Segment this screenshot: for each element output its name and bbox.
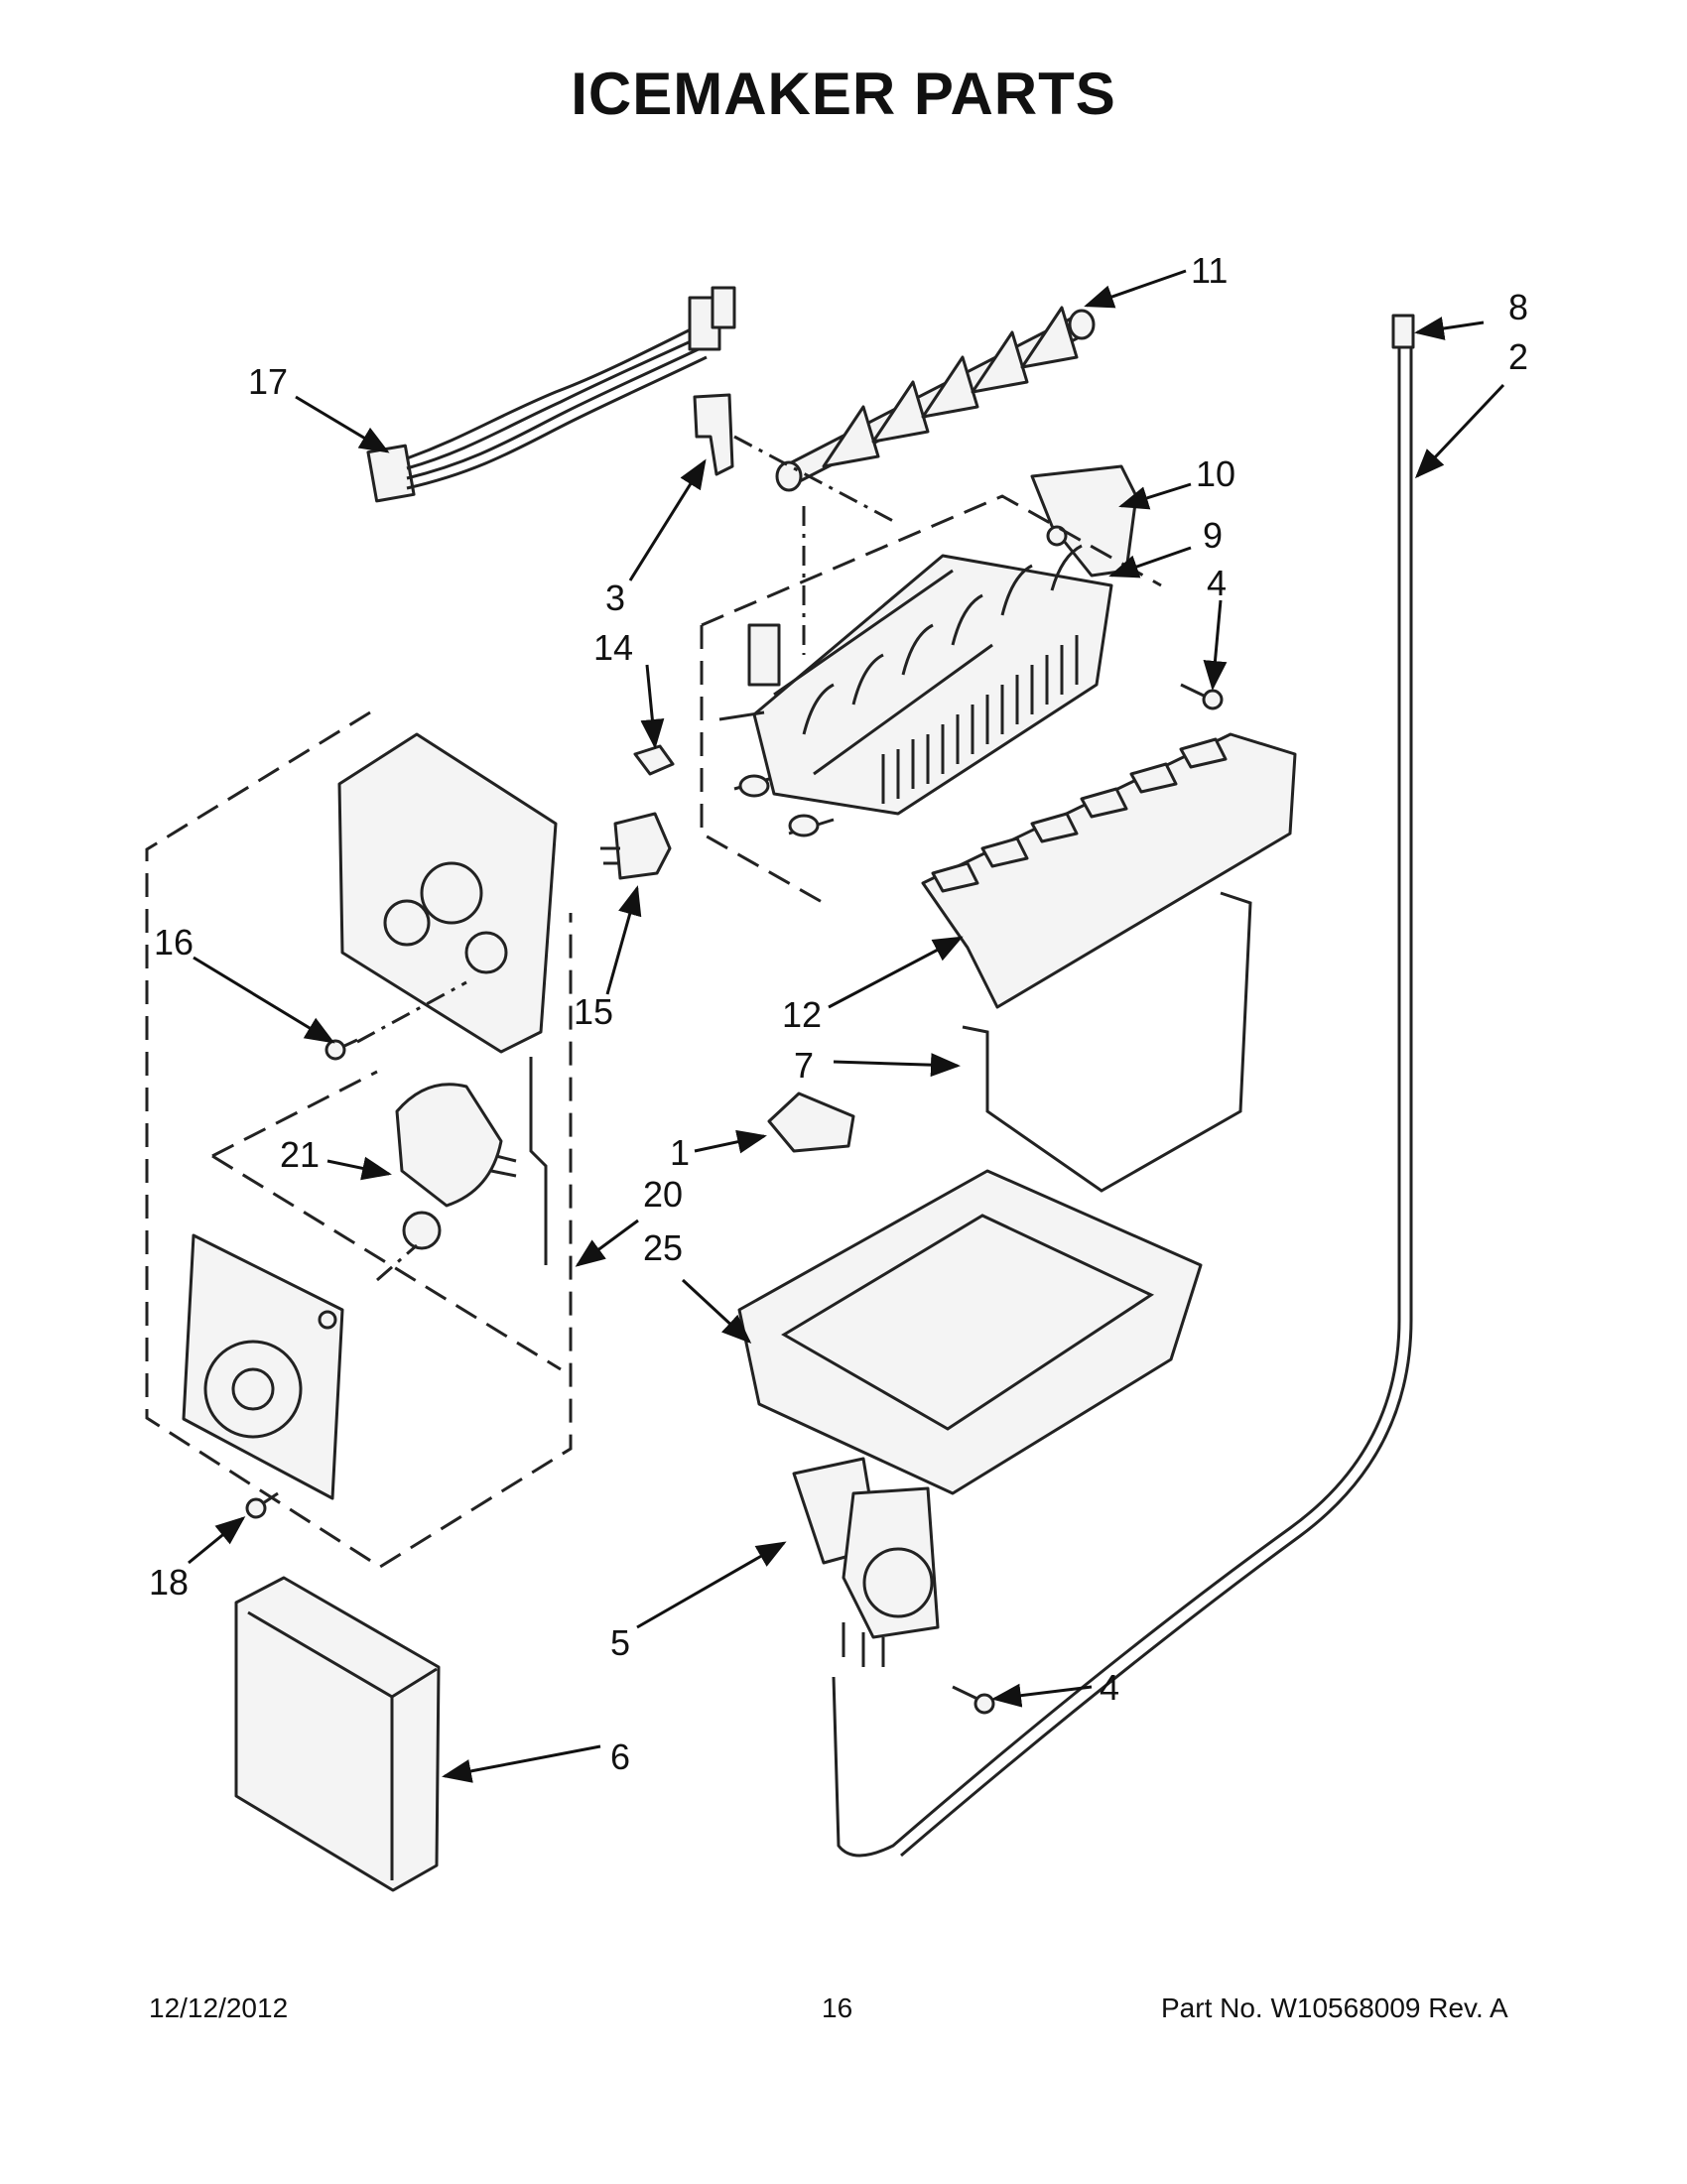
callout-9: 9 [1203, 515, 1223, 556]
callout-14: 14 [593, 627, 633, 668]
footer-page-number: 16 [822, 1992, 853, 2023]
module-plate-drawing [182, 1233, 344, 1500]
mold-boundary-outline [700, 494, 1162, 905]
clip-drawing [693, 393, 734, 476]
callout-6: 7 [794, 1045, 814, 1086]
callout-4-lower: 4 [1100, 1667, 1119, 1708]
callout-5: 5 [610, 1622, 630, 1663]
alignment-axis-b [356, 980, 467, 1282]
callout-15: 15 [574, 991, 613, 1032]
callout-20: 20 [643, 1174, 683, 1215]
callout-2: 2 [1508, 336, 1528, 377]
ice-mold-drawing [718, 544, 1113, 837]
thermostat-drawing [600, 812, 672, 880]
screw-drawing-upper [1180, 683, 1224, 710]
callout-11: 11 [1191, 250, 1228, 291]
motor-drawing [395, 1057, 548, 1265]
shutoff-arm-drawing [962, 891, 1252, 1193]
page-title: ICEMAKER PARTS [571, 61, 1116, 127]
callout-21: 21 [280, 1134, 320, 1175]
footer-date: 12/12/2012 [149, 1992, 289, 2023]
motor-boundary-outline [211, 1070, 562, 1371]
screw-16-drawing [324, 1038, 358, 1061]
module-boundary-outline [145, 710, 573, 1569]
side-cover-drawing [234, 1576, 441, 1892]
callout-8: 8 [1508, 287, 1528, 327]
callout-25: 25 [643, 1227, 683, 1268]
screw-drawing-lower [952, 1685, 995, 1715]
water-valve-drawing [792, 1457, 940, 1667]
callout-18: 17 [248, 361, 288, 402]
tube-end-drawing [1391, 314, 1415, 349]
cover-drawing [921, 732, 1297, 1009]
water-tube-drawing [832, 342, 1413, 1858]
callout-4-upper: 4 [1207, 563, 1227, 603]
callout-1: 1 [670, 1132, 690, 1173]
callout-7: 6 [610, 1736, 630, 1777]
wire-harness-drawing [366, 286, 736, 503]
callout-10: 10 [1196, 453, 1235, 494]
module-housing-drawing [337, 732, 558, 1054]
ice-bin-drawing [737, 1169, 1203, 1495]
ejector-drawing [775, 306, 1096, 492]
alignment-axis-a [733, 435, 894, 655]
callout-17: 18 [149, 1562, 189, 1603]
shield-drawing [767, 1092, 855, 1153]
footer-part-number: Part No. W10568009 Rev. A [1161, 1992, 1508, 2023]
callout-16: 16 [154, 922, 194, 963]
callout-3: 3 [605, 578, 625, 618]
thermostat-clip-drawing [633, 744, 675, 776]
leader-arrows [188, 269, 1505, 1783]
callout-12: 12 [782, 994, 822, 1035]
